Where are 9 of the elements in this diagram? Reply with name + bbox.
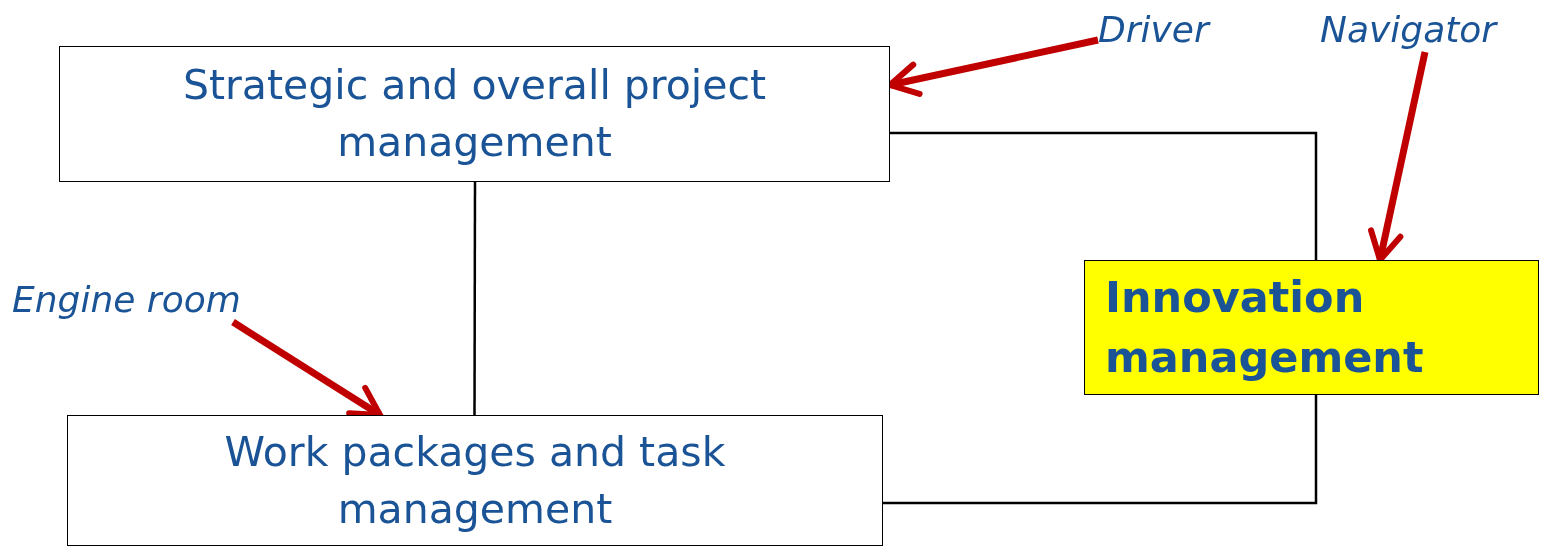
process-box: Work packages and task management <box>67 415 883 546</box>
highlighted-box: Innovation management <box>1084 260 1539 395</box>
process-box: Strategic and overall project management <box>59 46 890 182</box>
role-label: Driver <box>1098 8 1209 52</box>
role-label: Navigator <box>1320 8 1497 52</box>
role-label: Engine room <box>12 278 241 322</box>
connector-line <box>883 395 1318 505</box>
connector-line <box>890 131 1318 260</box>
connector-line <box>473 182 477 415</box>
